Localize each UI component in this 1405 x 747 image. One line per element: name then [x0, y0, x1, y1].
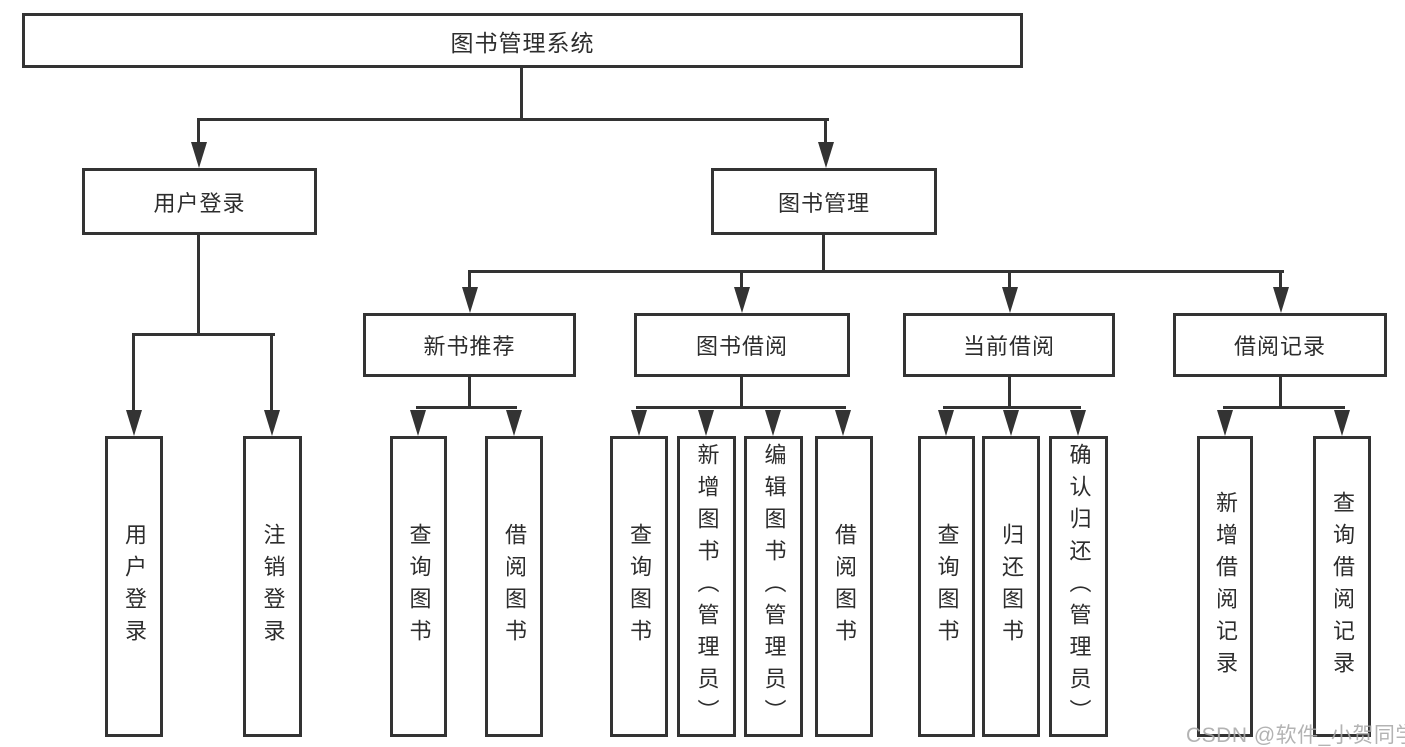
node-label: 新书推荐 — [423, 334, 516, 359]
connector-line — [824, 118, 827, 146]
node-label: 借阅图书 — [502, 522, 527, 651]
arrow-down-icon — [264, 410, 280, 436]
arrow-down-icon — [1003, 410, 1019, 436]
arrow-down-icon — [462, 287, 478, 313]
node-label: 用户登录 — [153, 190, 246, 216]
node-label: 当前借阅 — [962, 334, 1055, 359]
connector-line — [468, 270, 1284, 273]
arrow-down-icon — [410, 410, 426, 436]
connector-line — [1223, 406, 1345, 409]
node-current-borrowing: 当前借阅 — [903, 313, 1115, 377]
node-leaf-return-books: 归还图书 — [982, 436, 1040, 737]
node-label: 图书管理系统 — [450, 29, 595, 56]
arrow-down-icon — [631, 410, 647, 436]
arrow-down-icon — [126, 410, 142, 436]
connector-line — [520, 68, 523, 121]
node-leaf-query-borrow-record: 查询借阅记录 — [1313, 436, 1371, 737]
arrow-down-icon — [938, 410, 954, 436]
connector-line — [636, 406, 846, 409]
arrow-down-icon — [1070, 410, 1086, 436]
node-new-book-recommend: 新书推荐 — [363, 313, 576, 377]
connector-line — [416, 406, 517, 409]
node-leaf-add-books-admin: 新增图书（管理员） — [677, 436, 736, 737]
watermark: CSDN @软件_小贺同学 — [1186, 724, 1405, 747]
connector-line — [1008, 270, 1011, 290]
node-label: 查询图书 — [406, 522, 432, 651]
arrow-down-icon — [191, 142, 207, 168]
node-leaf-edit-books-admin: 编辑图书（管理员） — [744, 436, 803, 737]
node-leaf-borrow-books-borrowing: 借阅图书 — [815, 436, 873, 737]
connector-line — [1279, 377, 1282, 409]
node-label: 借阅记录 — [1233, 334, 1326, 359]
node-leaf-add-borrow-record: 新增借阅记录 — [1197, 436, 1253, 737]
node-label: 用户登录 — [122, 522, 147, 651]
connector-line — [197, 118, 829, 121]
connector-line — [468, 270, 471, 290]
node-borrowing-records: 借阅记录 — [1173, 313, 1387, 377]
arrow-down-icon — [1002, 287, 1018, 313]
connector-line — [1279, 270, 1282, 290]
node-label: 归还图书 — [999, 522, 1024, 651]
connector-line — [197, 235, 200, 336]
node-label: 查询借阅记录 — [1330, 490, 1355, 683]
connector-line — [132, 333, 135, 413]
arrow-down-icon — [765, 410, 781, 436]
node-leaf-user-login: 用户登录 — [105, 436, 163, 737]
arrow-down-icon — [818, 142, 834, 168]
arrow-down-icon — [734, 287, 750, 313]
node-leaf-borrow-books-recommend: 借阅图书 — [485, 436, 543, 737]
node-leaf-query-books-borrowing: 查询图书 — [610, 436, 668, 737]
connector-line — [468, 377, 471, 409]
node-label: 新增借阅记录 — [1213, 490, 1238, 683]
arrow-down-icon — [1334, 410, 1350, 436]
arrow-down-icon — [1217, 410, 1233, 436]
node-book-borrowing: 图书借阅 — [634, 313, 850, 377]
connector-line — [740, 377, 743, 409]
node-label: 图书管理 — [777, 190, 870, 216]
connector-line — [132, 333, 275, 336]
connector-line — [1008, 377, 1011, 409]
connector-line — [822, 235, 825, 273]
node-book-management: 图书管理 — [711, 168, 937, 235]
arrow-down-icon — [1273, 287, 1289, 313]
node-leaf-query-books-recommend: 查询图书 — [390, 436, 447, 737]
arrow-down-icon — [835, 410, 851, 436]
connector-line — [740, 270, 743, 290]
node-label: 借阅图书 — [832, 522, 857, 651]
connector-line — [270, 333, 273, 413]
connector-line — [943, 406, 1081, 409]
node-label: 新增图书（管理员） — [694, 442, 720, 731]
node-label: 注销登录 — [260, 522, 286, 651]
arrow-down-icon — [698, 410, 714, 436]
node-label: 图书借阅 — [695, 334, 788, 359]
node-user-login: 用户登录 — [82, 168, 317, 235]
node-label: 查询图书 — [627, 522, 652, 651]
connector-line — [197, 118, 200, 146]
arrow-down-icon — [506, 410, 522, 436]
node-label: 查询图书 — [934, 522, 960, 651]
node-label: 确认归还（管理员） — [1066, 442, 1092, 731]
node-leaf-confirm-return-admin: 确认归还（管理员） — [1049, 436, 1108, 737]
node-leaf-query-books-current: 查询图书 — [918, 436, 975, 737]
node-label: 编辑图书（管理员） — [761, 442, 787, 731]
node-leaf-logout-login: 注销登录 — [243, 436, 302, 737]
node-root: 图书管理系统 — [22, 13, 1023, 68]
